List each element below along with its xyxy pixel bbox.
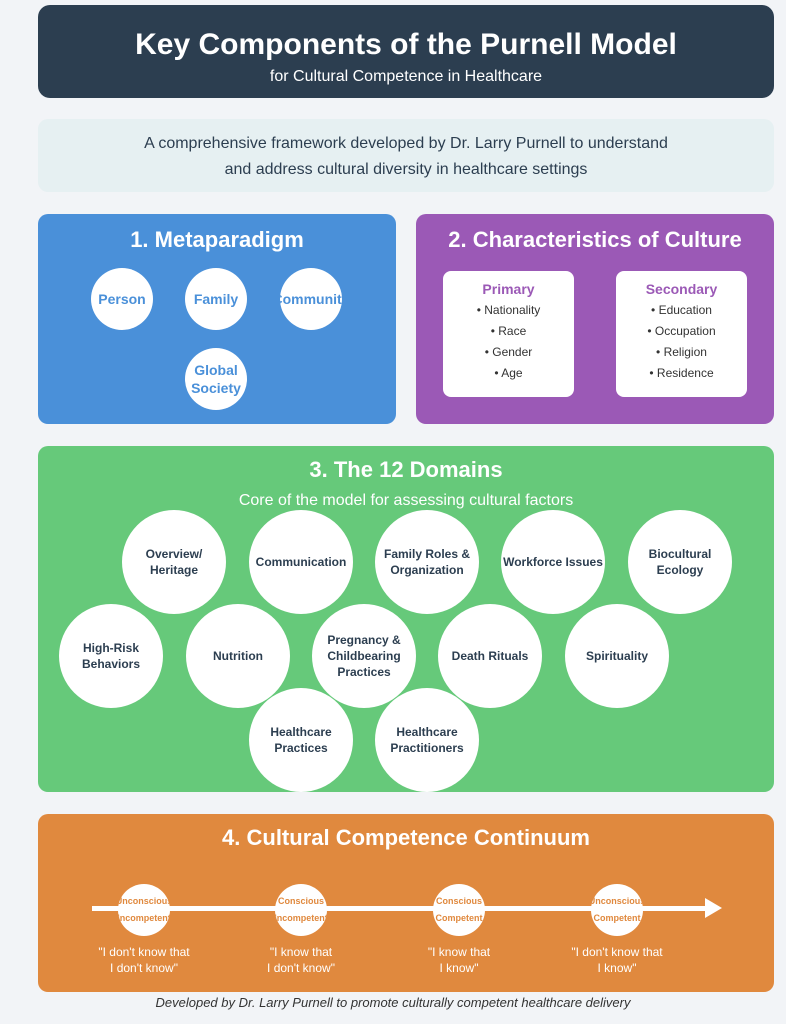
domain-death-rituals: Death Rituals <box>438 604 542 708</box>
primary-title: Primary <box>482 281 535 297</box>
culture-title: 2. Characteristics of Culture <box>448 227 742 252</box>
secondary-item: • Religion <box>656 345 707 359</box>
continuum-title: 4. Cultural Competence Continuum <box>222 825 590 850</box>
domain-healthcare-practitioners: Healthcare Practitioners <box>375 688 479 792</box>
metaparadigm-community: Community <box>280 268 342 330</box>
intro-line-2: and address cultural diversity in health… <box>224 161 588 178</box>
arrow-right-icon <box>705 898 722 918</box>
domains-section: 3. The 12 Domains Core of the model for … <box>38 446 774 792</box>
domain-pregnancy-childbearing: Pregnancy & Childbearing Practices <box>312 604 416 708</box>
continuum-arrow-line <box>92 906 712 911</box>
domain-overview-heritage: Overview/ Heritage <box>122 510 226 614</box>
footer-note: Developed by Dr. Larry Purnell to promot… <box>155 995 631 1010</box>
secondary-title: Secondary <box>645 281 718 297</box>
domain-communication: Communication <box>249 510 353 614</box>
metaparadigm-global-society: Global Society <box>185 348 247 410</box>
continuum-section: 4. Cultural Competence Continuum Unconsc… <box>38 814 774 992</box>
primary-item: • Race <box>490 324 527 338</box>
secondary-item: • Occupation <box>647 324 716 338</box>
domain-biocultural-ecology: Biocultural Ecology <box>628 510 732 614</box>
domain-nutrition: Nutrition <box>186 604 290 708</box>
secondary-card: Secondary • Education • Occupation • Rel… <box>616 271 747 397</box>
domain-workforce-issues: Workforce Issues <box>501 510 605 614</box>
domain-spirituality: Spirituality <box>565 604 669 708</box>
primary-item: • Nationality <box>476 303 541 317</box>
domain-healthcare-practices: Healthcare Practices <box>249 688 353 792</box>
secondary-item: • Education <box>651 303 712 317</box>
intro-line-1: A comprehensive framework developed by D… <box>144 135 668 152</box>
domains-title: 3. The 12 Domains <box>309 457 503 482</box>
intro-panel: A comprehensive framework developed by D… <box>38 119 774 192</box>
domains-subtitle: Core of the model for assessing cultural… <box>238 492 574 509</box>
page-title: Key Components of the Purnell Model <box>135 28 677 61</box>
header-banner: Key Components of the Purnell Model for … <box>38 5 774 98</box>
metaparadigm-family: Family <box>185 268 247 330</box>
metaparadigm-person: Person <box>91 268 153 330</box>
domain-high-risk-behaviors: High-Risk Behaviors <box>59 604 163 708</box>
metaparadigm-title: 1. Metaparadigm <box>130 227 304 252</box>
domain-family-roles: Family Roles & Organization <box>375 510 479 614</box>
primary-item: • Age <box>494 366 523 380</box>
culture-section: 2. Characteristics of Culture Primary • … <box>416 214 774 424</box>
metaparadigm-section: 1. Metaparadigm Person Family Community … <box>38 214 396 424</box>
secondary-item: • Residence <box>649 366 714 380</box>
primary-card: Primary • Nationality • Race • Gender • … <box>443 271 574 397</box>
primary-item: • Gender <box>484 345 533 359</box>
page-subtitle: for Cultural Competence in Healthcare <box>269 68 543 85</box>
